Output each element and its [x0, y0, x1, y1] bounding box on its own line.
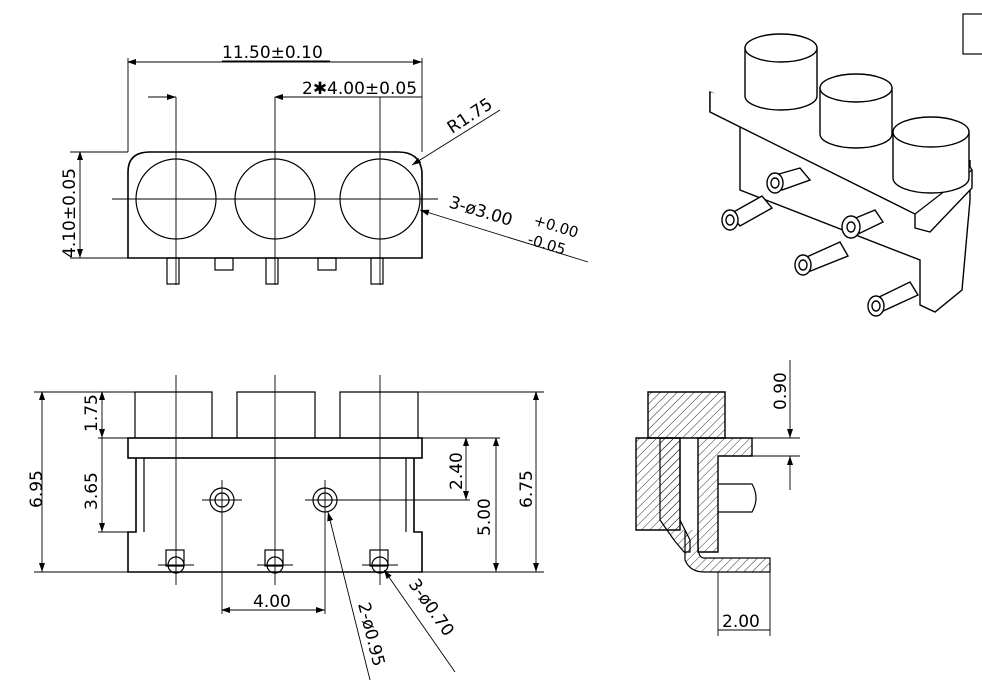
dim-height-mid: 3.65 [82, 472, 102, 510]
section-view-labels: 0.90 2.00 [722, 372, 791, 632]
dim-side-bottom: 2.00 [722, 612, 760, 632]
dim-height-upper: 1.75 [82, 394, 102, 432]
bottom-view-labels: 6.95 1.75 3.65 2.40 5.00 6.75 4.00 2-ø0.… [27, 394, 537, 668]
dim-pitch-bottom: 4.00 [253, 592, 291, 612]
dim-radius: R1.75 [444, 94, 497, 138]
isometric-view [709, 33, 973, 317]
dim-overall-right: 6.75 [517, 470, 537, 508]
dim-hole-diameter: 3-ø3.00 [447, 193, 515, 231]
front-view [70, 58, 589, 285]
title-box-corner [962, 13, 982, 55]
dim-height-front: 4.10±0.05 [60, 168, 80, 258]
dim-pin-offset: 2.40 [447, 452, 467, 490]
bottom-view [34, 375, 544, 681]
dim-pitch-top: 2✱4.00±0.05 [302, 79, 417, 99]
dim-width-overall: 11.50±0.10 [222, 43, 323, 63]
dim-body-height: 5.00 [475, 498, 495, 536]
dim-pin-diameter: 3-ø0.70 [404, 575, 458, 640]
dim-height-total: 6.95 [27, 470, 47, 508]
dim-side-top: 0.90 [771, 372, 791, 410]
section-view [635, 360, 800, 636]
